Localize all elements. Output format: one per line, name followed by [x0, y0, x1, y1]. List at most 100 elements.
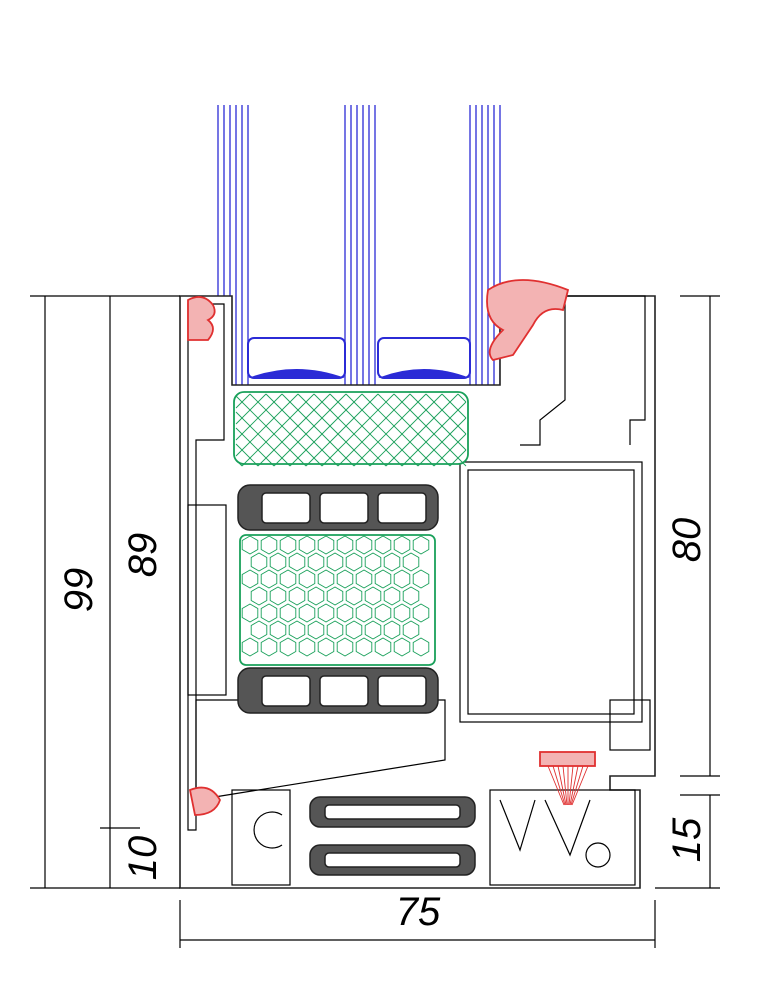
hatch-line	[235, 427, 275, 467]
honeycomb-cell	[288, 586, 306, 606]
hatch-line	[281, 393, 355, 467]
honeycomb-cell	[374, 603, 392, 623]
honeycomb-cell	[364, 586, 382, 606]
honeycomb-cell	[241, 569, 259, 589]
honeycomb-cell	[364, 620, 382, 640]
hatch-line	[449, 449, 467, 467]
honeycomb-cell	[336, 603, 354, 623]
honeycomb-cell	[393, 535, 411, 555]
hatch-line	[305, 393, 379, 467]
honeycomb-cell	[374, 569, 392, 589]
hatch-line	[297, 393, 371, 467]
honeycomb-cell	[364, 552, 382, 572]
brush-bristle	[569, 765, 579, 806]
dim-frame-height-right: 80	[665, 518, 709, 563]
hatch-line	[313, 393, 387, 467]
hatch-line	[401, 401, 467, 467]
hatch-line	[235, 393, 267, 425]
honeycomb-cell	[393, 603, 411, 623]
honeycomb-cell	[393, 569, 411, 589]
brush-bristle	[568, 765, 574, 806]
hatch-line	[235, 411, 291, 467]
dim-total-height: 99	[57, 568, 101, 613]
brush-bristle	[557, 765, 567, 806]
hatch-line	[409, 393, 467, 451]
hatch-line	[337, 393, 411, 467]
hatch-line	[257, 393, 331, 467]
honeycomb-cell	[412, 535, 430, 555]
brush-bristle	[562, 765, 568, 806]
honeycomb-cell	[279, 569, 297, 589]
seals	[187, 279, 596, 816]
honeycomb-cell	[241, 603, 259, 623]
hatch-line	[425, 393, 467, 435]
honeycomb-cell	[336, 535, 354, 555]
hatch-line	[273, 393, 347, 467]
glass-sealant	[248, 369, 345, 378]
glass-sealant	[378, 369, 470, 378]
honeycomb-cell	[307, 620, 325, 640]
dim-frame-lower: 10	[121, 836, 165, 881]
hatch-line	[321, 393, 395, 467]
dimension-lines	[30, 295, 720, 948]
honeycomb-cell	[383, 620, 401, 640]
hatch-line	[457, 393, 467, 403]
honeycomb-cell	[241, 535, 259, 555]
honeycomb-cell	[355, 637, 373, 657]
hatch-line	[249, 393, 323, 467]
honeycomb-cell	[269, 586, 287, 606]
honeycomb-cell	[374, 535, 392, 555]
honeycomb-cell	[269, 552, 287, 572]
dim-total-width: 75	[396, 890, 441, 934]
hatch-line	[377, 393, 451, 467]
hatch-line	[235, 395, 307, 467]
hatch-line	[235, 393, 283, 441]
hatch-line	[289, 393, 363, 467]
honeycomb-cell	[355, 603, 373, 623]
honeycomb-cell	[336, 637, 354, 657]
honeycomb-cell	[345, 586, 363, 606]
honeycomb-cell	[355, 535, 373, 555]
honeycomb-cell	[298, 535, 316, 555]
hatch-line	[235, 393, 251, 409]
hatch-line	[441, 393, 467, 419]
honeycomb-cell	[241, 637, 259, 657]
honeycomb-cell	[317, 535, 335, 555]
honeycomb-cell	[326, 586, 344, 606]
honeycomb-cell	[326, 552, 344, 572]
hatch-line	[241, 393, 315, 467]
hatch-line	[369, 393, 443, 467]
hatch-line	[385, 393, 459, 467]
honeycomb-cell	[288, 620, 306, 640]
honeycomb-cell	[288, 552, 306, 572]
dim-sash-height: 89	[121, 533, 165, 578]
hatch-line	[265, 393, 339, 467]
honeycomb-cell	[336, 569, 354, 589]
hatch-line	[235, 459, 243, 467]
honeycomb-cell	[317, 569, 335, 589]
hatch-line	[329, 393, 403, 467]
honeycomb-cell	[279, 535, 297, 555]
honeycomb-cell	[250, 552, 268, 572]
hatch-line	[353, 393, 427, 467]
honeycomb-cell	[317, 637, 335, 657]
hatch-line	[361, 393, 435, 467]
brush-bristle	[570, 765, 584, 806]
honeycomb-cell	[298, 637, 316, 657]
honeycomb-cell	[260, 569, 278, 589]
hatch-line	[235, 393, 299, 457]
brush-seal	[547, 765, 589, 806]
honeycomb-cell	[355, 569, 373, 589]
honeycomb-cell	[279, 637, 297, 657]
brush-bristle	[547, 765, 565, 806]
thermal-break-gaskets	[237, 484, 476, 876]
dim-frame-bottom-right: 15	[665, 817, 709, 862]
hatch-line	[345, 393, 419, 467]
honeycomb-cell	[260, 603, 278, 623]
honeycomb-cell	[298, 603, 316, 623]
hatch-line	[417, 417, 467, 467]
honeycomb-cell	[260, 535, 278, 555]
honeycomb-cell	[326, 620, 344, 640]
honeycomb-cell	[250, 620, 268, 640]
